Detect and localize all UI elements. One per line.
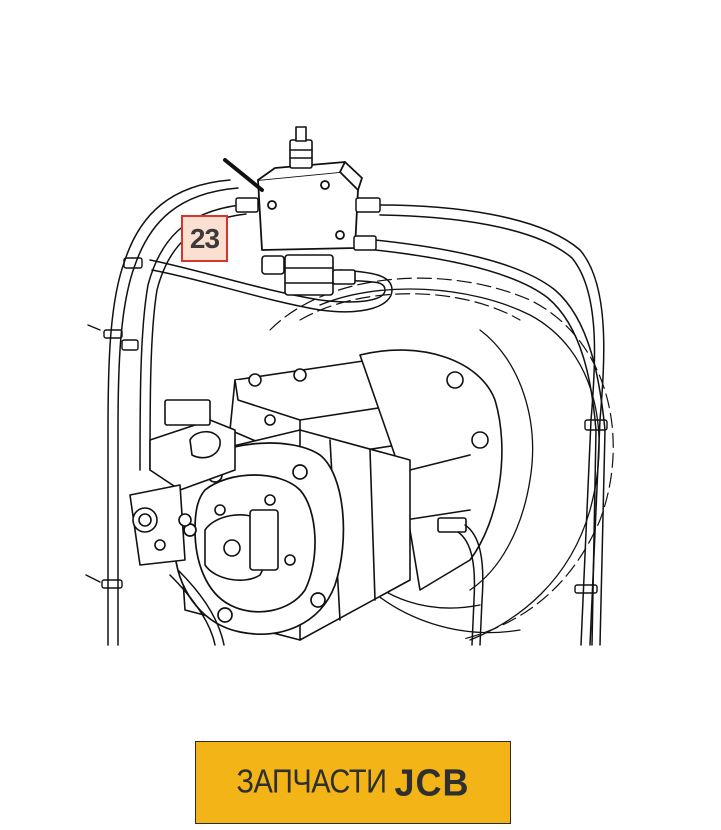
- hose-left-outer: [107, 179, 239, 646]
- solenoid-coil: [261, 254, 356, 296]
- hose-loop: [149, 259, 393, 313]
- brand-banner[interactable]: ЗАПЧАСТИ JCB: [195, 741, 511, 824]
- pump-housing-right: [359, 349, 503, 591]
- callout-label: 23: [181, 215, 228, 262]
- pump-regulator: [129, 399, 236, 566]
- valve-top-fitting: [289, 126, 313, 169]
- hose-clamp: [85, 257, 143, 589]
- hose-clamp-right: [574, 419, 608, 594]
- jcb-logo: JCB: [394, 760, 470, 804]
- flywheel-housing: [269, 277, 614, 641]
- pump-port-cover: [204, 494, 296, 581]
- valve-block: [257, 161, 363, 251]
- leader-arrow: [223, 158, 264, 192]
- hydraulic-pump-diagram: [85, 126, 614, 646]
- callout-number: 23: [189, 222, 220, 254]
- banner-text: ЗАПЧАСТИ: [236, 763, 387, 801]
- valve-fitting: [235, 197, 381, 251]
- hose-right: [374, 204, 606, 646]
- pump-hose: [169, 524, 484, 646]
